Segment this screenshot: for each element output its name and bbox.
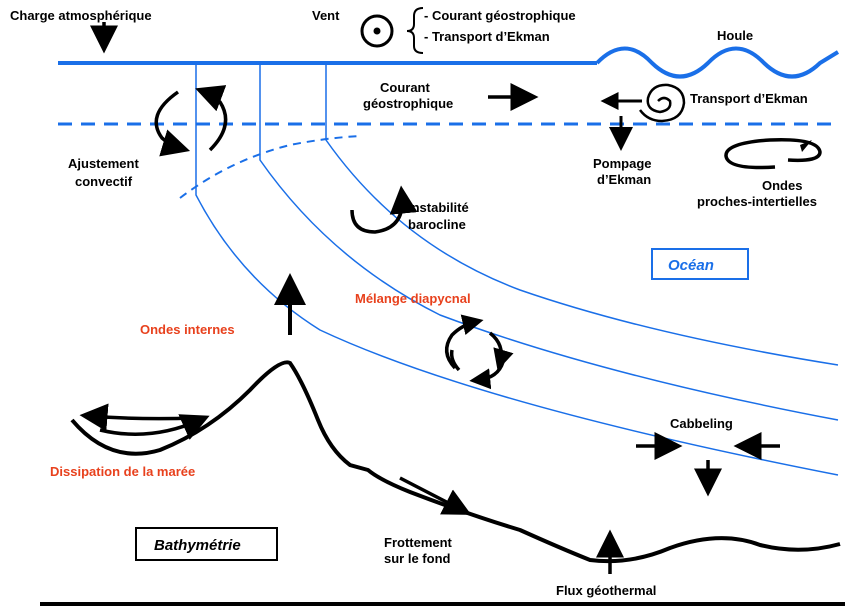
mixed-layer-outcrop-line	[179, 135, 361, 199]
wind-dot-icon	[373, 27, 381, 35]
geostrophic-current-label-2: géostrophique	[363, 96, 453, 111]
ekman-transport-label: Transport d’Ekman	[690, 91, 808, 106]
swell-wave	[595, 46, 840, 79]
geothermal-flux-label: Flux géothermal	[556, 583, 656, 598]
inertial-waves-label-2: proches-intertielles	[697, 194, 817, 209]
mixing-arrow-3-icon	[469, 361, 505, 390]
convective-arrow-right-icon	[195, 85, 228, 152]
brace-icon	[406, 7, 424, 54]
tidal-arrow-left-icon	[79, 403, 196, 432]
ekman-spiral-icon	[638, 83, 686, 123]
wind-label: Vent	[312, 8, 340, 23]
convective-label-2: convectif	[75, 174, 133, 189]
internal-waves-label: Ondes internes	[140, 322, 235, 337]
baroclinic-label-1: Instabilité	[408, 200, 469, 215]
bottom-friction-label-2: sur le fond	[384, 551, 451, 566]
mixing-arrow-2-icon	[488, 331, 514, 371]
bathymetry-label: Bathymétrie	[154, 537, 241, 554]
swell-label: Houle	[717, 28, 753, 43]
ekman-pumping-label-2: d’Ekman	[597, 172, 651, 187]
bottom-friction-arrow-icon	[399, 476, 472, 515]
ocean-label: Océan	[668, 257, 714, 274]
wind-ekman-label: - Transport d’Ekman	[424, 29, 550, 44]
atmospheric-load-label: Charge atmosphérique	[10, 8, 152, 23]
geostrophic-current-label-1: Courant	[380, 80, 431, 95]
mixing-arrow-4-icon	[449, 349, 461, 372]
convective-arrow-left-icon	[154, 90, 191, 157]
cabbeling-label: Cabbeling	[670, 416, 733, 431]
bottom-friction-label-1: Frottement	[384, 535, 453, 550]
mixing-arrow-1-icon	[445, 314, 484, 370]
ekman-pumping-label-1: Pompage	[593, 156, 652, 171]
ocean-box	[651, 248, 749, 280]
inertial-loop-icon	[724, 138, 822, 170]
tidal-arrow-right-icon	[99, 414, 210, 440]
wind-geostrophic-label: - Courant géostrophique	[424, 8, 576, 23]
baroclinic-arrow-icon	[350, 185, 418, 234]
seafloor-line	[70, 360, 841, 564]
inertial-waves-label-1: Ondes	[762, 178, 802, 193]
bathymetry-box	[135, 527, 278, 561]
isopycnal-line-2	[259, 63, 839, 421]
isopycnal-line-3	[325, 63, 839, 366]
diapycnal-mixing-label: Mélange diapycnal	[355, 291, 471, 306]
baroclinic-label-2: barocline	[408, 217, 466, 232]
tidal-dissipation-label: Dissipation de la marée	[50, 464, 195, 479]
wind-out-of-page-icon	[360, 14, 394, 48]
convective-label-1: Ajustement	[68, 156, 139, 171]
